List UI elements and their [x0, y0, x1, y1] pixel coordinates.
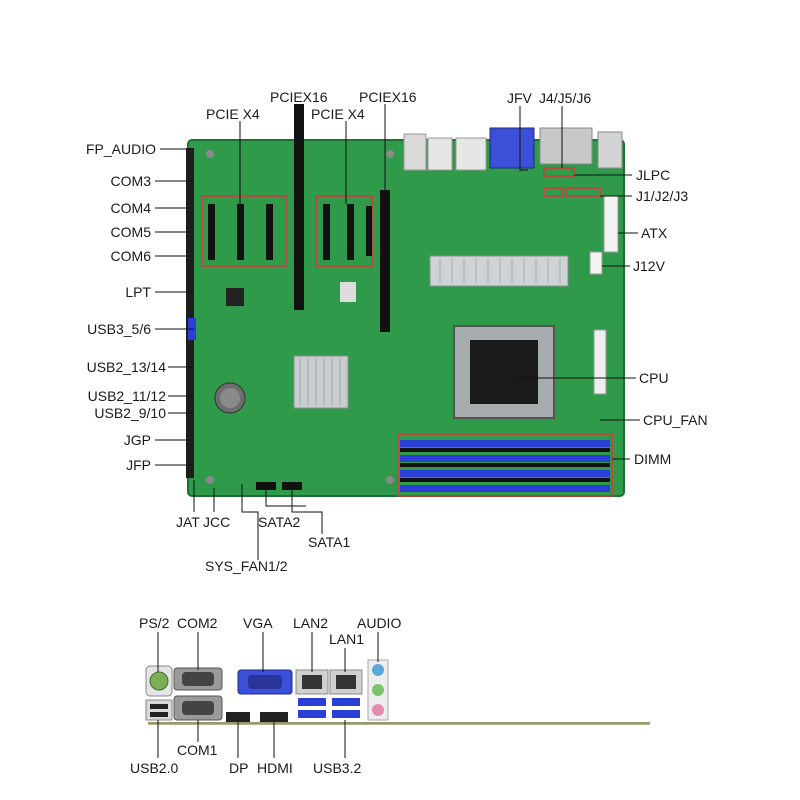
label-lan2: LAN2 [293, 615, 329, 631]
label-pcie-x4-left: PCIE X4 [206, 106, 260, 122]
heatsink-top [429, 255, 569, 287]
hdmi-port [260, 712, 288, 722]
label-cpu: CPU [639, 370, 669, 386]
label-usb2-13-14: USB2_13/14 [86, 359, 166, 375]
label-j4-j5-j6: J4/J5/J6 [539, 90, 592, 106]
sata2-port [256, 482, 276, 490]
atx-connector [603, 195, 619, 253]
dimm-slot-4 [400, 485, 610, 492]
label-com5: COM5 [110, 224, 151, 240]
label-usb3-5-6: USB3_5/6 [87, 321, 151, 337]
label-fp-audio: FP_AUDIO [85, 141, 156, 157]
label-com3: COM3 [110, 173, 151, 189]
label-audio: AUDIO [357, 615, 402, 631]
io-panel [145, 659, 650, 725]
label-jgp: JGP [123, 432, 151, 448]
label-com6: COM6 [110, 248, 151, 264]
label-usb2-9-10: USB2_9/10 [94, 405, 166, 421]
motherboard [186, 104, 625, 497]
label-pciex16-left: PCIEX16 [270, 89, 328, 105]
label-j1-j2-j3: J1/J2/J3 [636, 188, 689, 204]
rear-io-vga-header [489, 127, 535, 169]
label-usb32: USB3.2 [313, 760, 362, 776]
rear-io-com-header [539, 127, 593, 165]
rear-io-usb [455, 137, 487, 171]
sata1-port [282, 482, 302, 490]
label-hdmi: HDMI [257, 760, 293, 776]
j12v-connector [589, 251, 603, 275]
label-jfp: JFP [126, 457, 151, 473]
label-pciex16-right: PCIEX16 [359, 89, 417, 105]
label-sys-fan: SYS_FAN1/2 [205, 558, 288, 574]
dimm-slot-1 [400, 440, 610, 447]
label-atx: ATX [641, 225, 668, 241]
label-vga: VGA [243, 615, 273, 631]
pcie-x4-left-highlight [201, 195, 287, 267]
label-lan1: LAN1 [329, 631, 365, 647]
pciex16-right-slot [380, 190, 390, 332]
label-com1: COM1 [177, 742, 218, 758]
callout-lines [155, 104, 640, 560]
io-callout-lines [157, 632, 379, 758]
label-jlpc: JLPC [636, 167, 671, 183]
label-ps2: PS/2 [139, 615, 170, 631]
label-j12v: J12V [633, 258, 665, 274]
label-com2: COM2 [177, 615, 218, 631]
label-jat: JAT [176, 514, 200, 530]
dimm-slot-3 [400, 470, 610, 477]
label-usb2-11-12: USB2_11/12 [87, 388, 166, 404]
label-jfv: JFV [507, 90, 532, 106]
rear-io-lan-left [403, 133, 427, 171]
label-jcc: JCC [203, 514, 231, 530]
dimm-highlight [397, 433, 613, 497]
label-dp: DP [229, 760, 249, 776]
label-lpt: LPT [125, 284, 151, 300]
label-cpu-fan: CPU_FAN [643, 412, 708, 428]
dimm-slot-2 [400, 455, 610, 462]
dp-port [226, 712, 250, 722]
label-com4: COM4 [110, 200, 151, 216]
pciex16-left-slot [294, 104, 304, 310]
label-dimm: DIMM [634, 451, 672, 467]
label-usb20: USB2.0 [130, 760, 179, 776]
label-pcie-x4-right: PCIE X4 [311, 106, 365, 122]
label-sata2: SATA2 [258, 514, 301, 530]
label-sata1: SATA1 [308, 534, 351, 550]
left-header-strip [186, 148, 194, 478]
rear-io-lan-mid [427, 137, 453, 171]
chipset-heatsink [293, 355, 349, 409]
